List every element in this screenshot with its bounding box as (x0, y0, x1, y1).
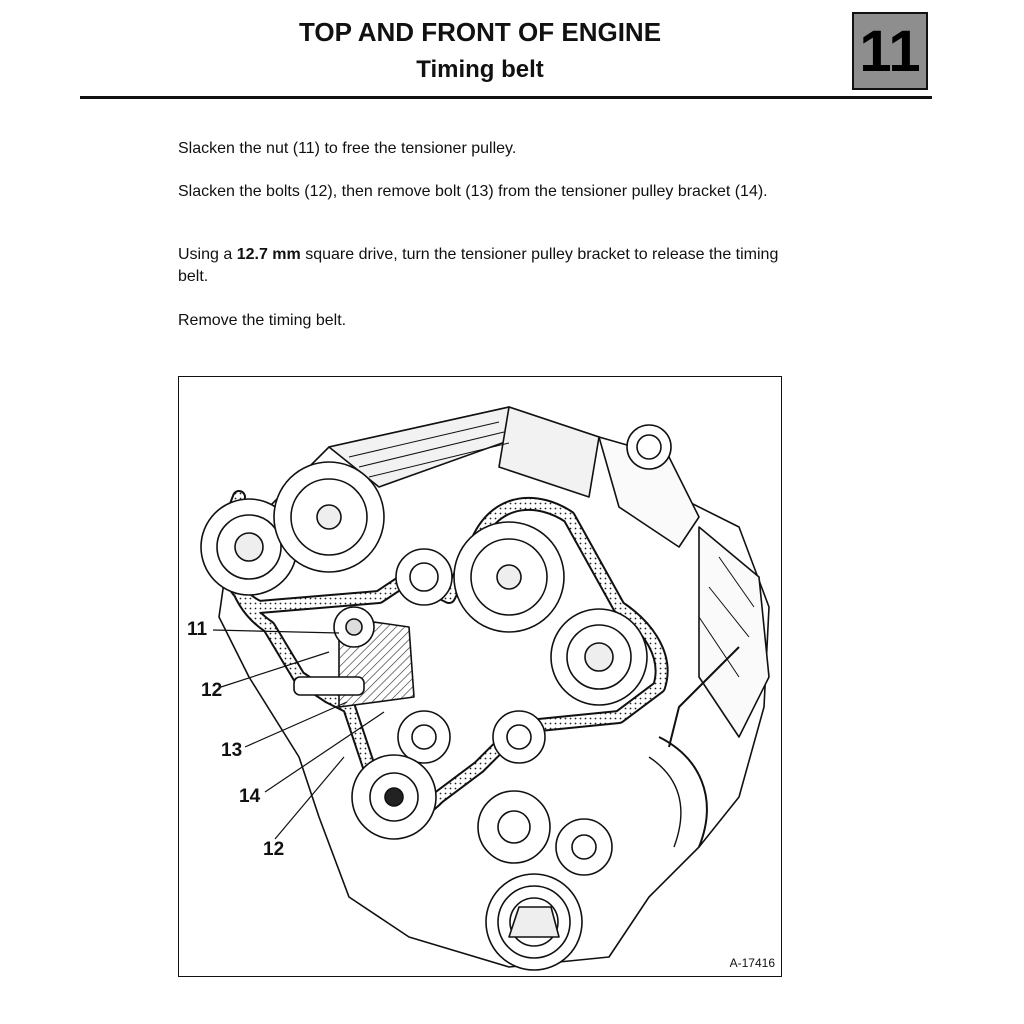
right-manifold (698, 526, 770, 738)
instruction-step-4: Remove the timing belt. (178, 312, 347, 329)
engine-figure: 11 12 13 14 12 A-17416 (178, 376, 782, 977)
control-cable (668, 646, 740, 748)
instruction-step-2: Slacken the bolts (12), then remove bolt… (178, 183, 768, 200)
instruction-step-3: Using a 12.7 mm square drive, turn the t… (178, 244, 798, 288)
lower-idler-roller-left (397, 710, 451, 764)
instruction-step-3-text-a: Using a (178, 246, 237, 263)
alternator-pulley (555, 818, 613, 876)
callout-14: 14 (239, 786, 261, 807)
water-pump (477, 790, 551, 864)
instruction-step-3-text-b: square drive, turn the tensioner pulley … (178, 246, 779, 285)
header-divider (80, 96, 932, 99)
page-subtitle: Timing belt (416, 56, 544, 83)
oil-filler-cap (626, 424, 672, 470)
callout-13: 13 (221, 740, 243, 761)
instruction-step-1: Slacken the nut (11) to free the tension… (178, 140, 517, 157)
figure-reference: A-17416 (729, 956, 775, 970)
lower-idler-roller-right (492, 710, 546, 764)
right-cylinder-head (498, 406, 600, 498)
callout-11: 11 (187, 619, 208, 640)
page-title: TOP AND FRONT OF ENGINE (298, 17, 662, 47)
callout-12-lower: 12 (263, 839, 285, 860)
engine-illustration (200, 406, 770, 971)
chapter-number-badge: 11 (852, 12, 928, 90)
square-drive-tool (293, 676, 365, 696)
upper-idler-roller (395, 548, 453, 606)
square-drive-size: 12.7 mm (236, 246, 301, 263)
callout-12: 12 (201, 680, 223, 701)
